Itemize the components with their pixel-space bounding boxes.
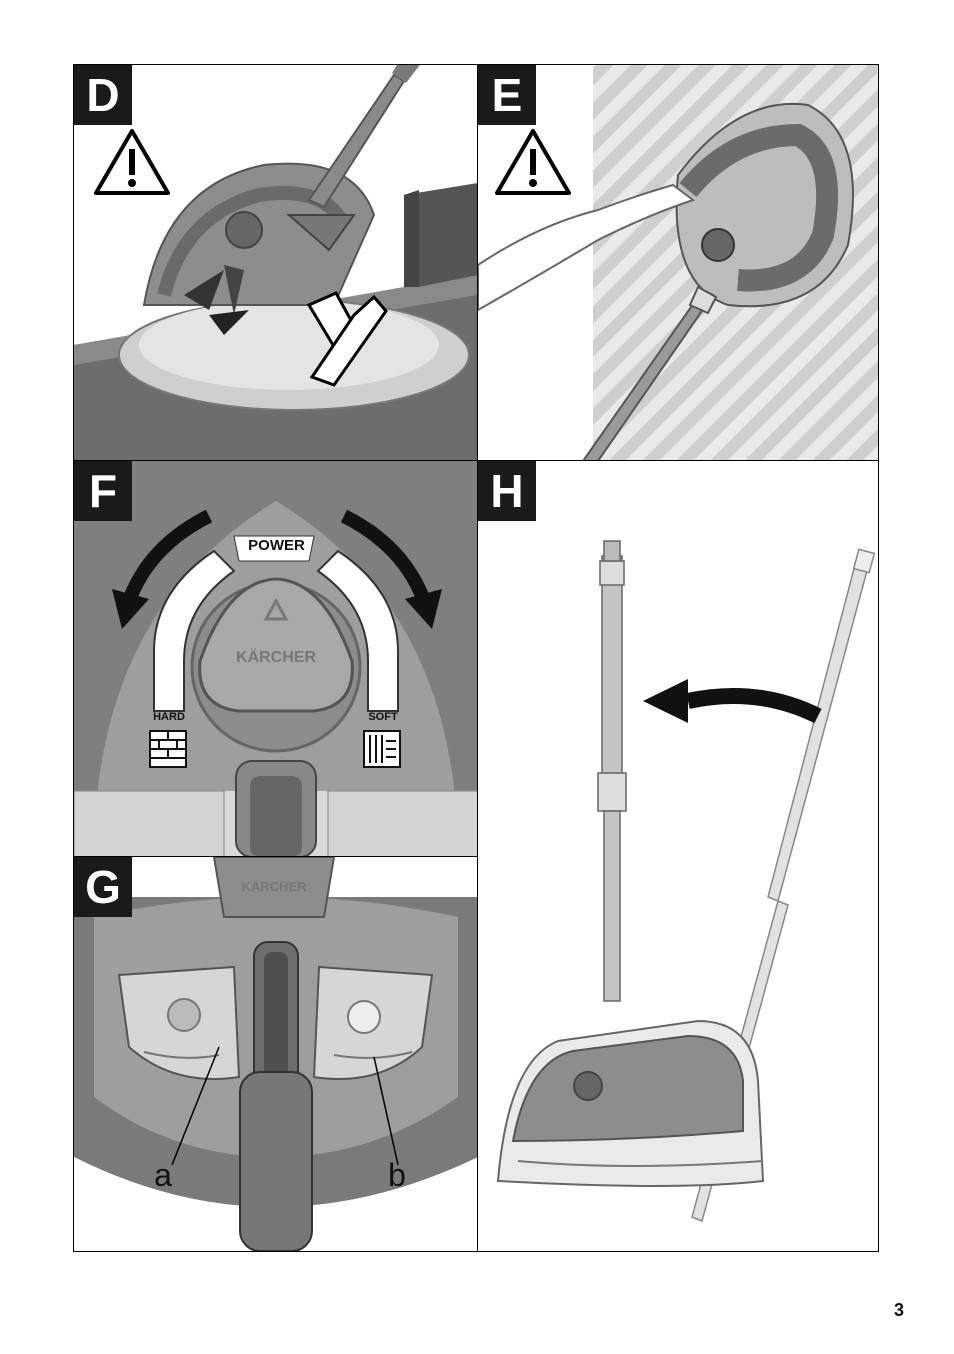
power-label: POWER: [239, 537, 314, 554]
page-number: 3: [884, 1300, 914, 1321]
brand-logo: KÄRCHER: [216, 649, 336, 667]
panel-label: G: [74, 857, 132, 917]
panel-g: G KÄRCHER a b: [74, 857, 478, 1251]
brick-wall-icon: [150, 731, 186, 767]
panel-h-illustration: [478, 461, 878, 1251]
callout-b: b: [382, 1157, 412, 1194]
hard-label: HARD: [146, 711, 192, 723]
callout-a: a: [148, 1157, 178, 1194]
panel-g-illustration: [74, 857, 478, 1251]
panel-d: D: [74, 65, 478, 461]
panel-label: D: [74, 65, 132, 125]
panel-e-illustration: [478, 65, 878, 461]
panel-d-illustration: [74, 65, 478, 461]
panel-label: H: [478, 461, 536, 521]
soft-label: SOFT: [360, 711, 406, 723]
brand-logo: KÄRCHER: [224, 879, 324, 894]
illustration-frame: D E: [73, 64, 879, 1252]
panel-h: H: [478, 461, 878, 1251]
panel-f: F POWER HARD SOFT KÄRCHER: [74, 461, 478, 857]
panel-e: E: [478, 65, 878, 461]
panel-label: F: [74, 461, 132, 521]
soft-surface-icon: [364, 731, 400, 767]
panel-label: E: [478, 65, 536, 125]
